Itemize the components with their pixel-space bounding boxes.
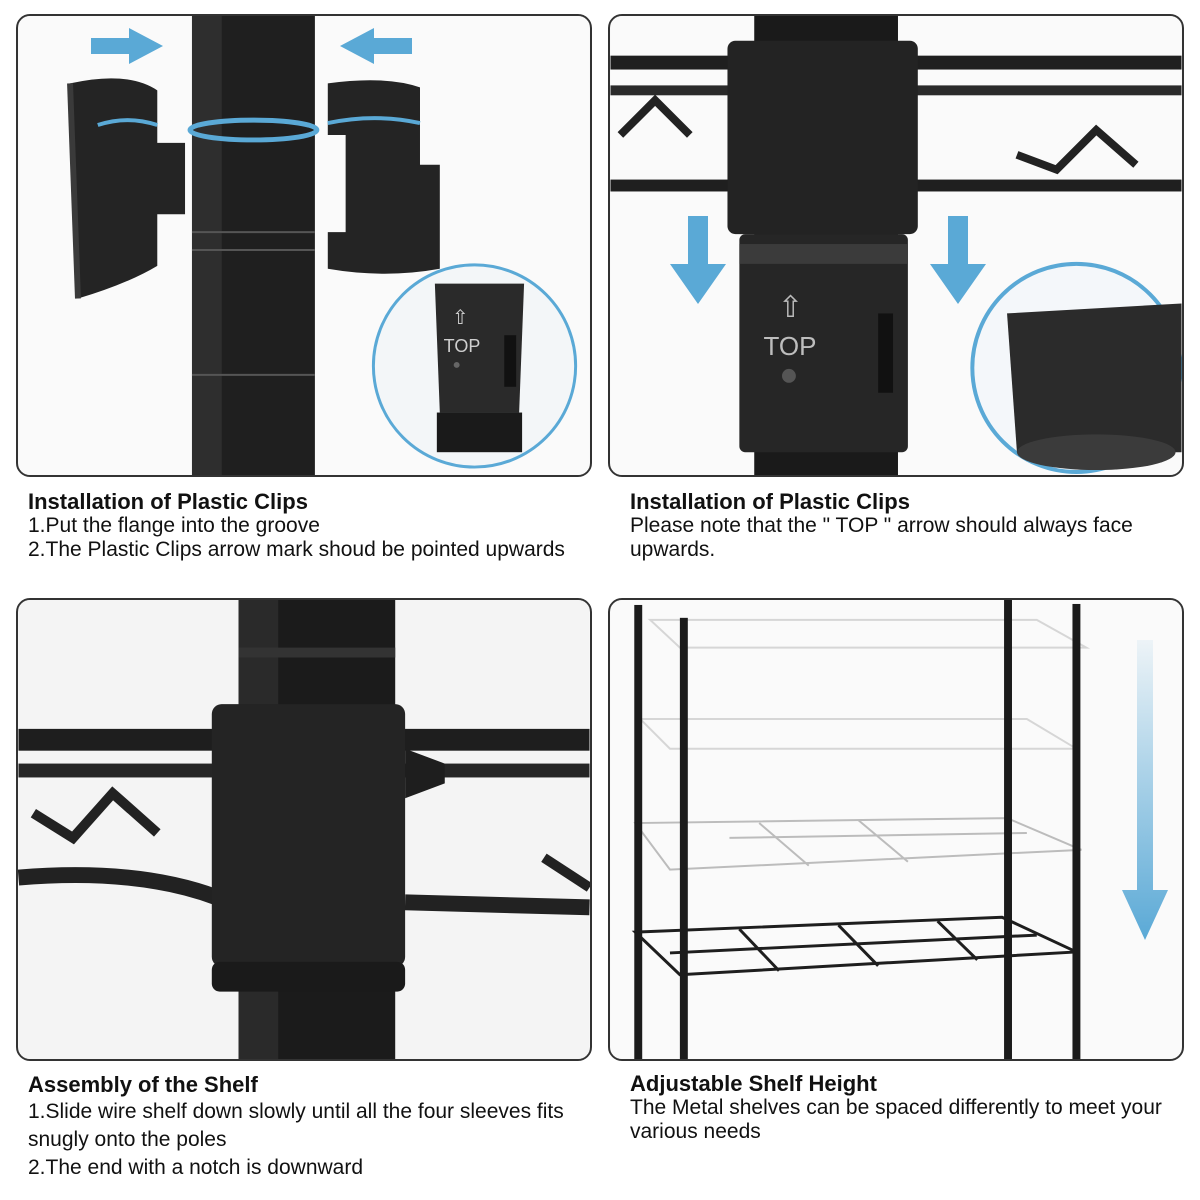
caption-title: Assembly of the Shelf [28,1072,258,1097]
arrow-right-icon [91,28,163,64]
photo-top-arrow-sleeve: ⇧ TOP [608,14,1184,477]
caption-shelf-assembly: Assembly of the Shelf 1.Slide wire shelf… [28,1072,603,1182]
caption-title: Installation of Plastic Clips [630,489,910,514]
caption-top-arrow: Installation of Plastic Clips Please not… [630,490,1200,562]
arrow-down-icon [670,216,726,304]
caption-line: Please note that the " TOP " arrow shoul… [630,514,1133,561]
sleeve-top-label: TOP [443,336,481,356]
arrow-up-icon: ⇧ [778,291,804,324]
caption-clips-installation: Installation of Plastic Clips 1.Put the … [28,490,603,562]
arrow-up-icon: ⇧ [452,307,469,329]
caption-line: 2.The end with a notch is downward [28,1156,364,1179]
caption-line: 2.The Plastic Clips arrow mark shoud be … [28,538,565,561]
photo-adjustable-shelf-height [608,598,1184,1061]
caption-title: Adjustable Shelf Height [630,1071,877,1096]
caption-title: Installation of Plastic Clips [28,489,308,514]
photo-plastic-clips-installation: ⇧ TOP [16,14,592,477]
arrow-down-icon [930,216,986,304]
caption-line: 1.Slide wire shelf down slowly until all… [28,1100,564,1151]
arrow-left-icon [340,28,412,64]
caption-line: 1.Put the flange into the groove [28,514,320,537]
sleeve-top-label: TOP [763,331,817,361]
caption-adjustable-height: Adjustable Shelf Height The Metal shelve… [630,1072,1200,1144]
arrow-down-icon [1122,640,1168,940]
caption-line: The Metal shelves can be spaced differen… [630,1096,1162,1143]
photo-shelf-assembly [16,598,592,1061]
